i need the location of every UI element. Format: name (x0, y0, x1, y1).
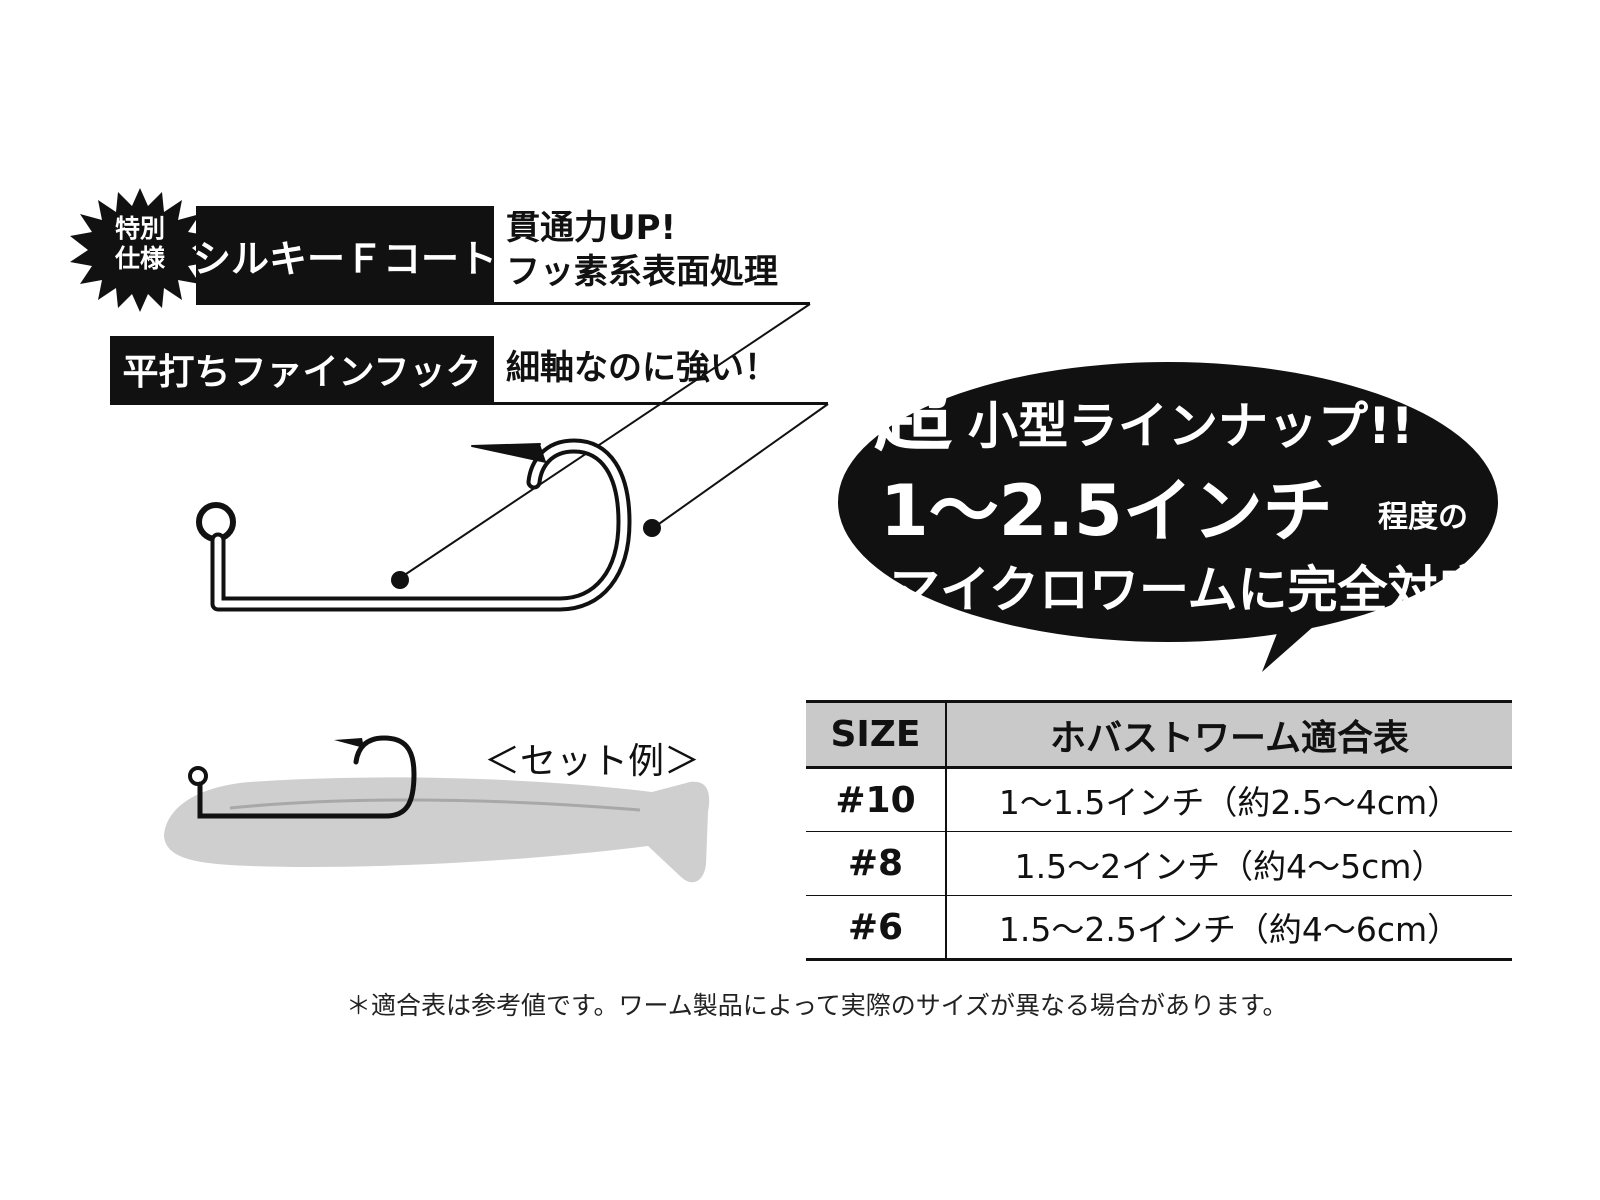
footnote: ＊適合表は参考値です。ワーム製品によって実際のサイズが異なる場合があります。 (346, 991, 1288, 1020)
header-worm-fit: ホバストワーム適合表 (946, 701, 1512, 769)
worm-with-hook-icon (164, 735, 710, 883)
flat-fine-hook-label: 平打ちファインフック (110, 336, 494, 402)
special-spec-burst-badge (70, 188, 210, 312)
header-size: SIZE (806, 701, 947, 769)
table-row: #8 1.5〜2インチ（約4〜5cm） (806, 831, 1512, 896)
jig-hook-icon (196, 438, 632, 612)
worm-size-table: SIZE ホバストワーム適合表 #10 1〜1.5インチ（約2.5〜4cm） #… (806, 700, 1512, 961)
row-size: #8 (806, 831, 947, 896)
bubble-micro-worm-support: マイクロワームに完全対応 (890, 561, 1488, 619)
row-size: #10 (806, 767, 947, 832)
silky-f-coat-underline (196, 302, 810, 305)
bubble-super-char: 超 (874, 372, 953, 462)
badge-line-2: 仕様 (114, 244, 165, 273)
silky-desc-line-1: 貫通力UP! (506, 208, 677, 248)
set-example-label: ＜セット例＞ (484, 741, 701, 782)
row-fit: 1.5〜2インチ（約4〜5cm） (946, 831, 1512, 896)
silky-desc-line-2: フッ素系表面処理 (506, 252, 778, 292)
row-fit: 1〜1.5インチ（約2.5〜4cm） (998, 783, 1461, 822)
badge-line-1: 特別 (114, 214, 165, 243)
speech-bubble (838, 362, 1498, 672)
table-header-row: SIZE ホバストワーム適合表 (806, 701, 1512, 769)
leader-dot-coat (391, 571, 409, 589)
bubble-degree: 程度の (1378, 500, 1468, 535)
bubble-small-lineup: 小型ラインナップ!! (968, 397, 1414, 455)
silky-f-coat-description: 貫通力UP! フッ素系表面処理 (506, 206, 778, 294)
special-spec-badge-text: 特別 仕様 (70, 214, 210, 274)
leader-line-hook (655, 403, 829, 527)
silky-f-coat-label: シルキーＦコート (193, 206, 497, 304)
row-size: #6 (806, 895, 947, 960)
flat-fine-hook-underline (110, 402, 828, 405)
row-fit: 1.5〜2.5インチ（約4〜6cm） (946, 895, 1512, 960)
leader-dot-hook (643, 519, 661, 537)
bubble-size-range: 1〜2.5インチ (880, 470, 1333, 552)
table-row: #10 1〜1.5インチ（約2.5〜4cm） (806, 767, 1512, 832)
leader-line-coat (399, 303, 811, 579)
table-row: #6 1.5〜2.5インチ（約4〜6cm） (806, 895, 1512, 960)
